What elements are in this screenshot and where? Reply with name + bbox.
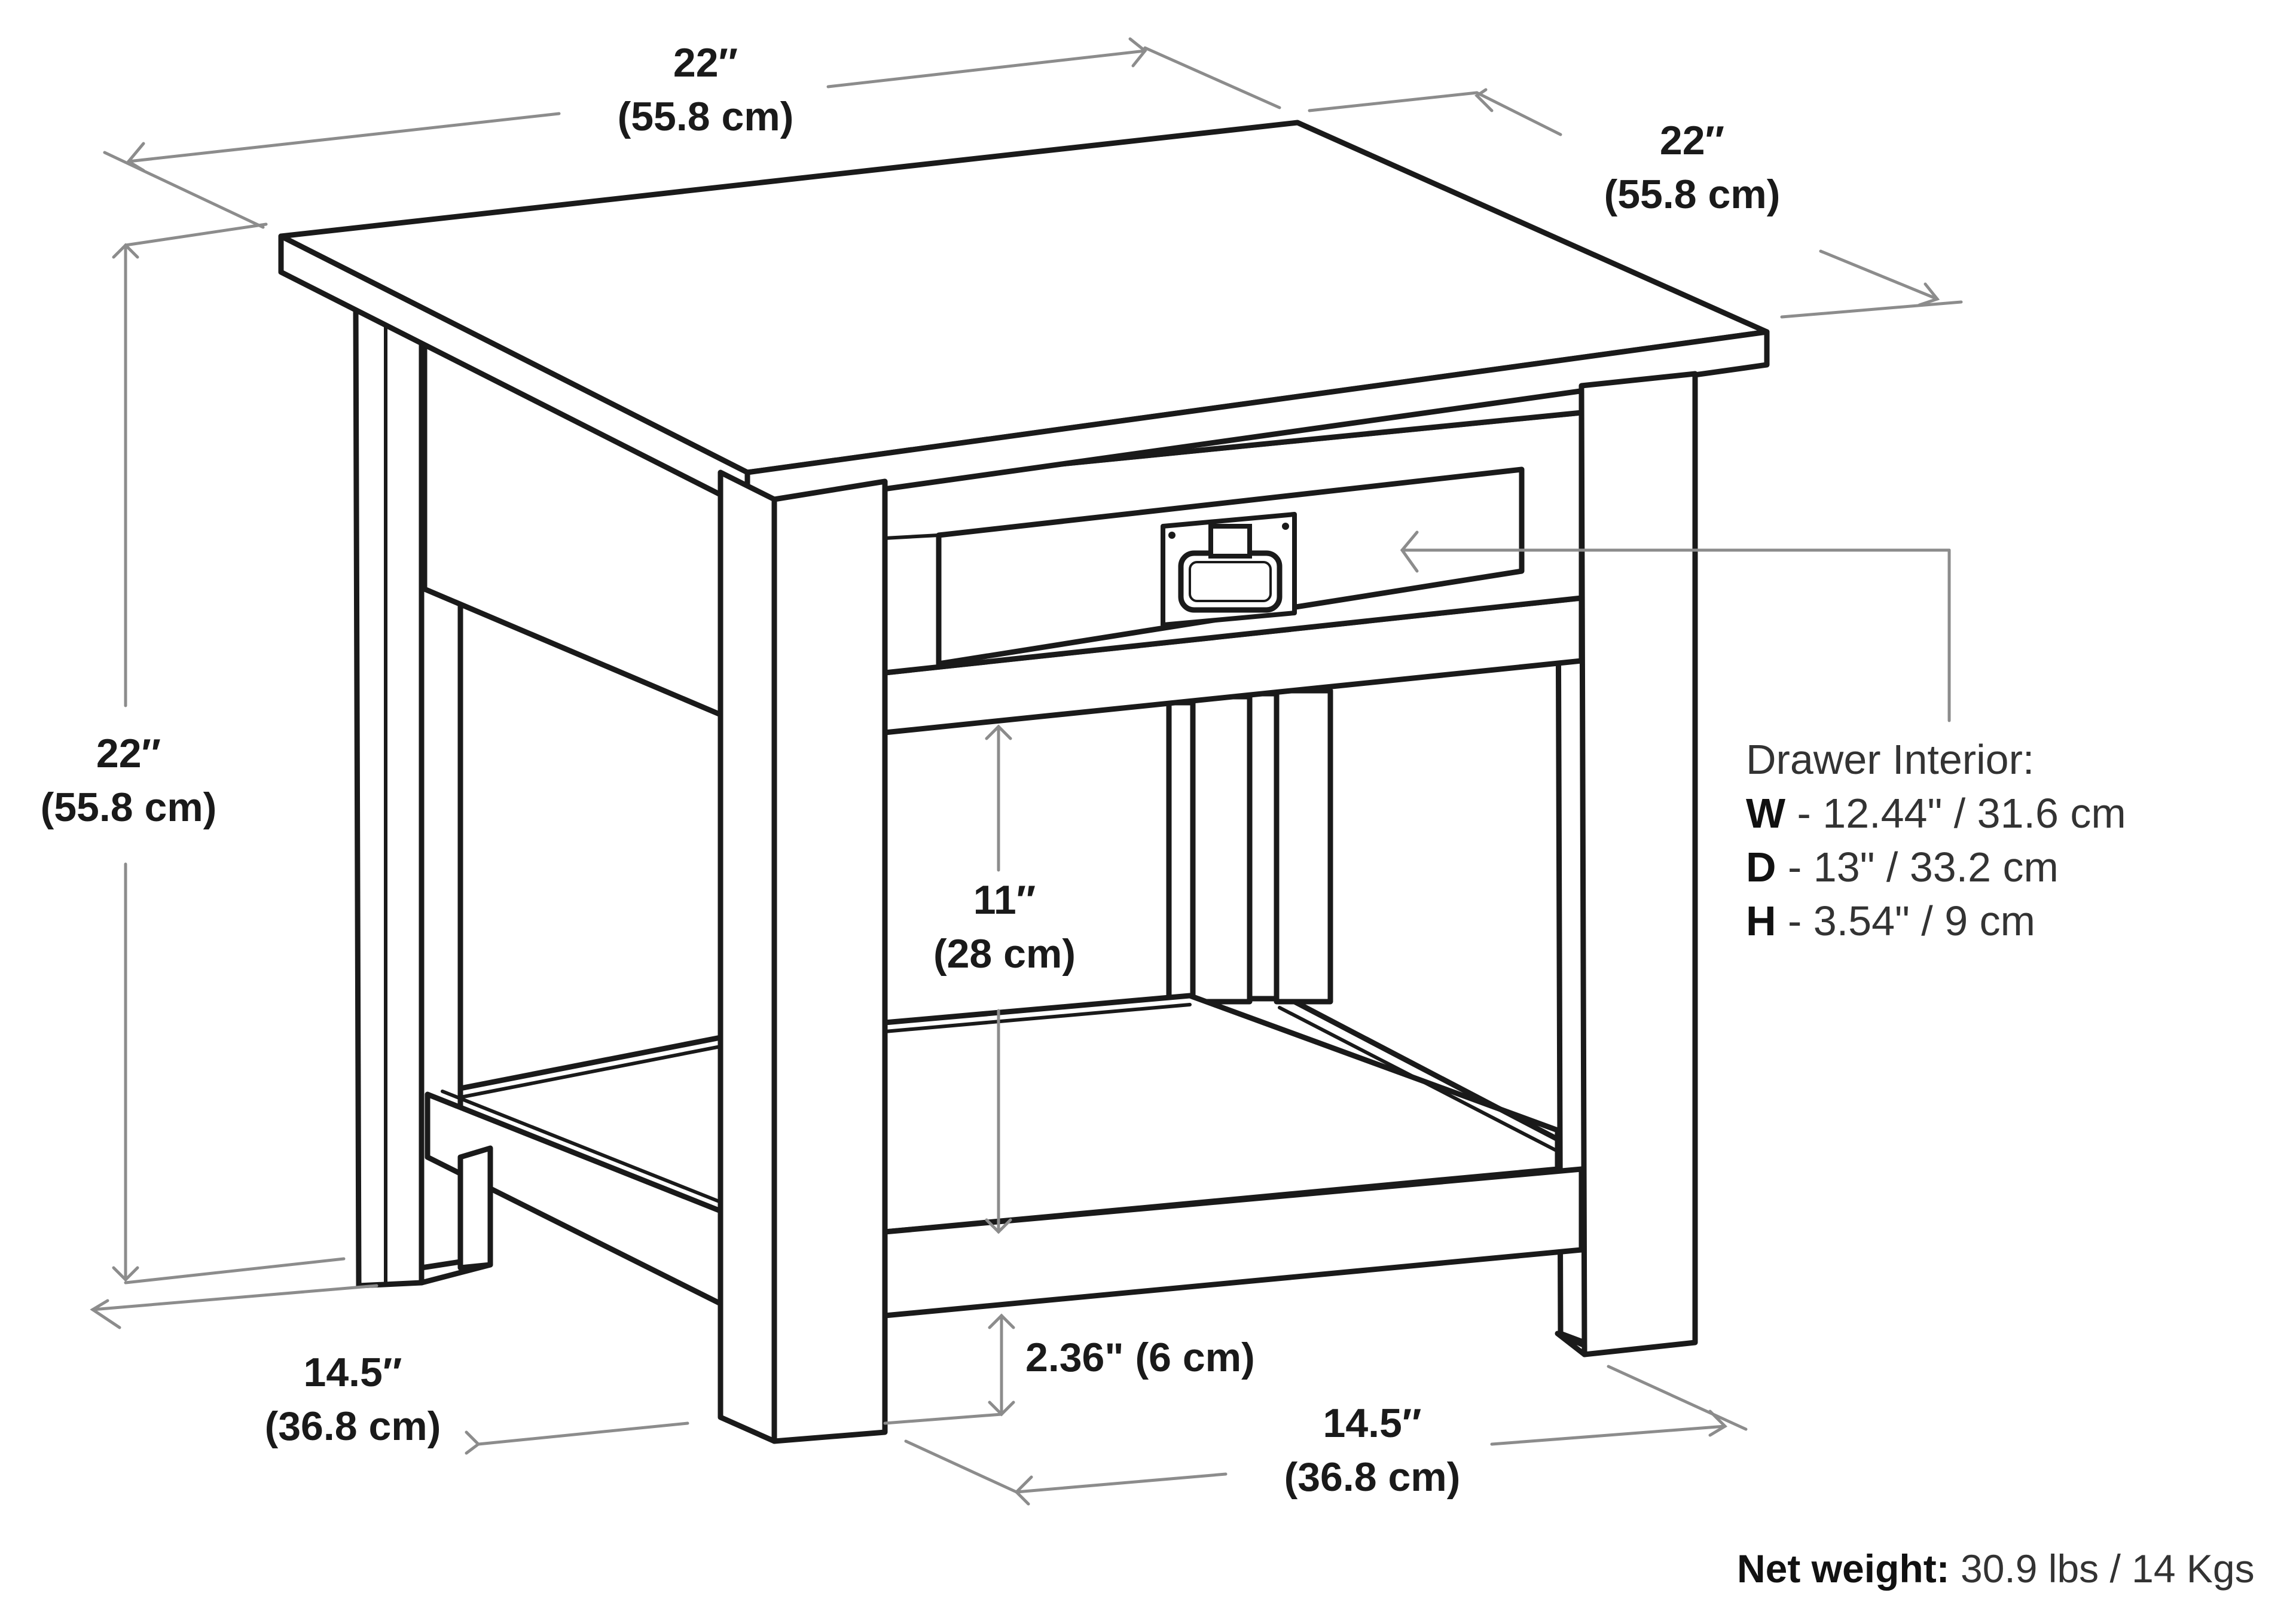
front-right-leg	[1555, 371, 1698, 1357]
base-depth-imperial: 14.5″	[303, 1350, 402, 1395]
net-weight-value: 30.9 lbs / 14 Kgs	[1949, 1546, 2255, 1591]
shelf-clearance-imperial: 11″	[973, 877, 1036, 923]
net-weight-label: Net weight:	[1737, 1546, 1950, 1591]
height-metric: (55.8 cm)	[40, 785, 217, 830]
base-width-imperial: 14.5″	[1323, 1401, 1422, 1446]
front-left-leg	[718, 469, 888, 1444]
left-shelf-rail	[425, 1035, 723, 1307]
drawer-width-value: - 12.44" / 31.6 cm	[1785, 790, 2126, 837]
base-depth-metric: (36.8 cm)	[264, 1404, 441, 1449]
drawer-width-key: W	[1746, 790, 1786, 837]
drawer-depth-value: - 13" / 33.2 cm	[1776, 844, 2059, 890]
drawer-height-value: - 3.54" / 9 cm	[1776, 898, 2035, 944]
drawer-depth-row: D - 13" / 33.2 cm	[1746, 840, 2126, 894]
shelf-clearance-metric: (28 cm)	[933, 931, 1076, 977]
base-width-metric: (36.8 cm)	[1284, 1454, 1461, 1500]
top-depth-metric: (55.8 cm)	[1604, 172, 1781, 217]
top-width-metric: (55.8 cm)	[617, 94, 794, 139]
top-depth-label: 22″ (55.8 cm)	[1573, 114, 1812, 221]
drawer-height-row: H - 3.54" / 9 cm	[1746, 894, 2126, 948]
net-weight: Net weight: 30.9 lbs / 14 Kgs	[1737, 1546, 2255, 1591]
drawer-interior-specs: Drawer Interior: W - 12.44" / 31.6 cm D …	[1746, 733, 2126, 948]
back-posts	[1166, 688, 1333, 1008]
floor-clearance-label: 2.36" (6 cm)	[1025, 1331, 1255, 1384]
drawer-width-row: W - 12.44" / 31.6 cm	[1746, 786, 2126, 840]
height-label: 22″ (55.8 cm)	[9, 727, 248, 834]
dimension-lines	[90, 37, 1963, 1506]
height-imperial: 22″	[96, 731, 161, 776]
floor-clearance-value: 2.36" (6 cm)	[1025, 1335, 1255, 1380]
top-width-label: 22″ (55.8 cm)	[586, 36, 825, 144]
drawer-pull-icon	[1161, 512, 1297, 627]
tabletop	[278, 120, 1770, 511]
top-width-imperial: 22″	[673, 40, 738, 86]
shelf-clearance-label: 11″ (28 cm)	[885, 873, 1124, 981]
drawer-depth-key: D	[1746, 844, 1776, 890]
drawer-interior-title: Drawer Interior:	[1746, 736, 2035, 783]
drawer-height-key: H	[1746, 898, 1776, 944]
base-width-label: 14.5″ (36.8 cm)	[1253, 1396, 1492, 1504]
base-depth-label: 14.5″ (36.8 cm)	[233, 1345, 472, 1453]
top-depth-imperial: 22″	[1659, 118, 1725, 163]
